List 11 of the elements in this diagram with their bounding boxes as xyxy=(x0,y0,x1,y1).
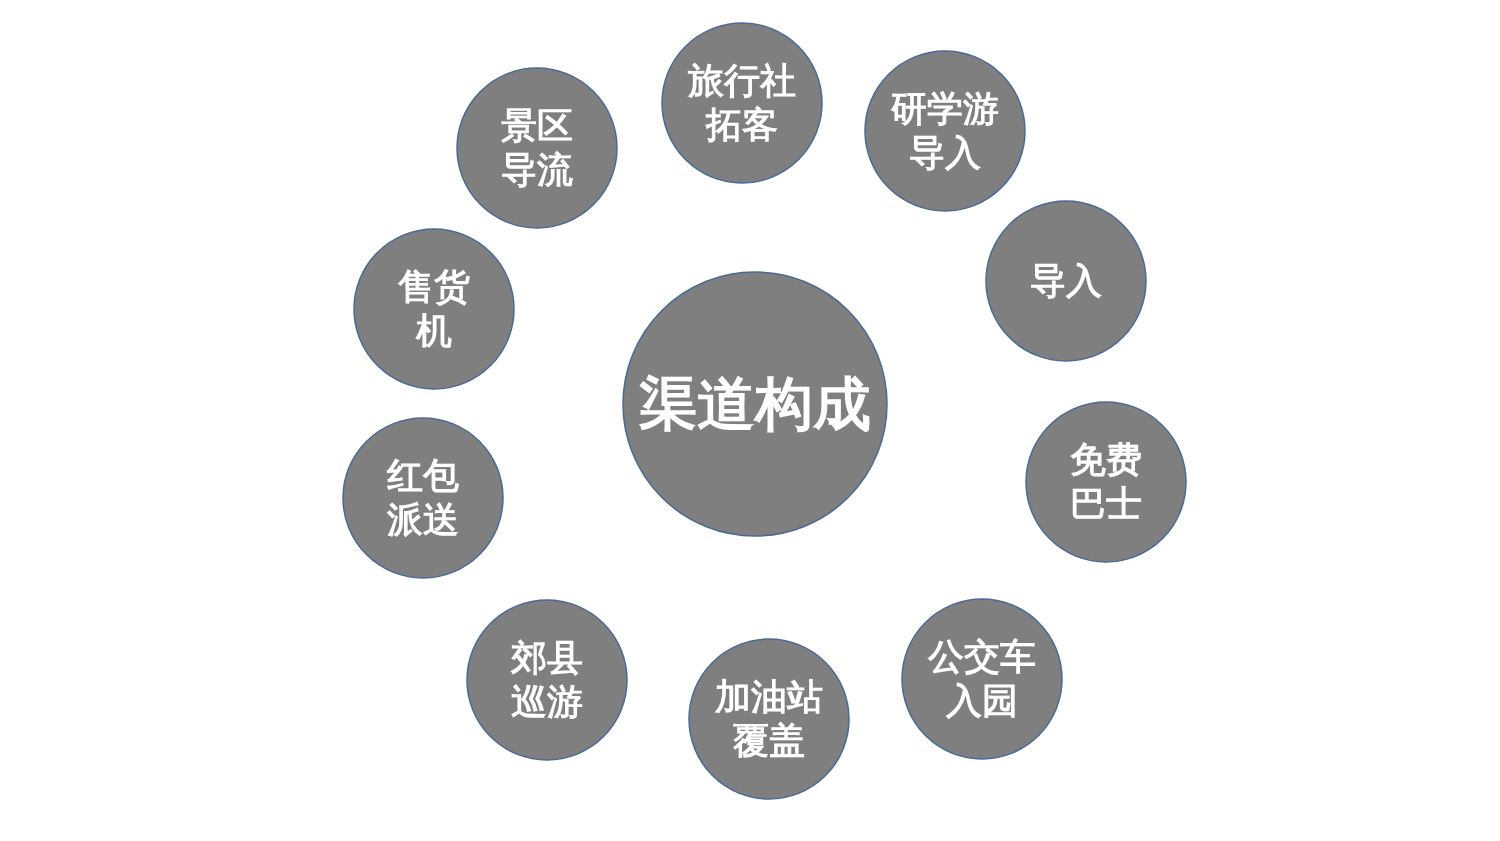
circle-label: 公交车入园 xyxy=(927,635,1037,723)
circle-label: 景区导流 xyxy=(500,104,574,192)
circle-label: 售货机 xyxy=(397,265,471,353)
circle-label: 旅行社拓客 xyxy=(687,59,797,147)
circle-label: 导入 xyxy=(1029,259,1103,303)
circle-label: 郊县巡游 xyxy=(510,636,584,724)
circle-label: 加油站覆盖 xyxy=(714,675,824,763)
circle-label: 免费巴士 xyxy=(1069,438,1143,526)
title-label: 渠道构成 xyxy=(638,368,872,440)
circle-label: 红包派送 xyxy=(386,454,460,542)
circle-label: 研学游导入 xyxy=(890,87,1000,175)
